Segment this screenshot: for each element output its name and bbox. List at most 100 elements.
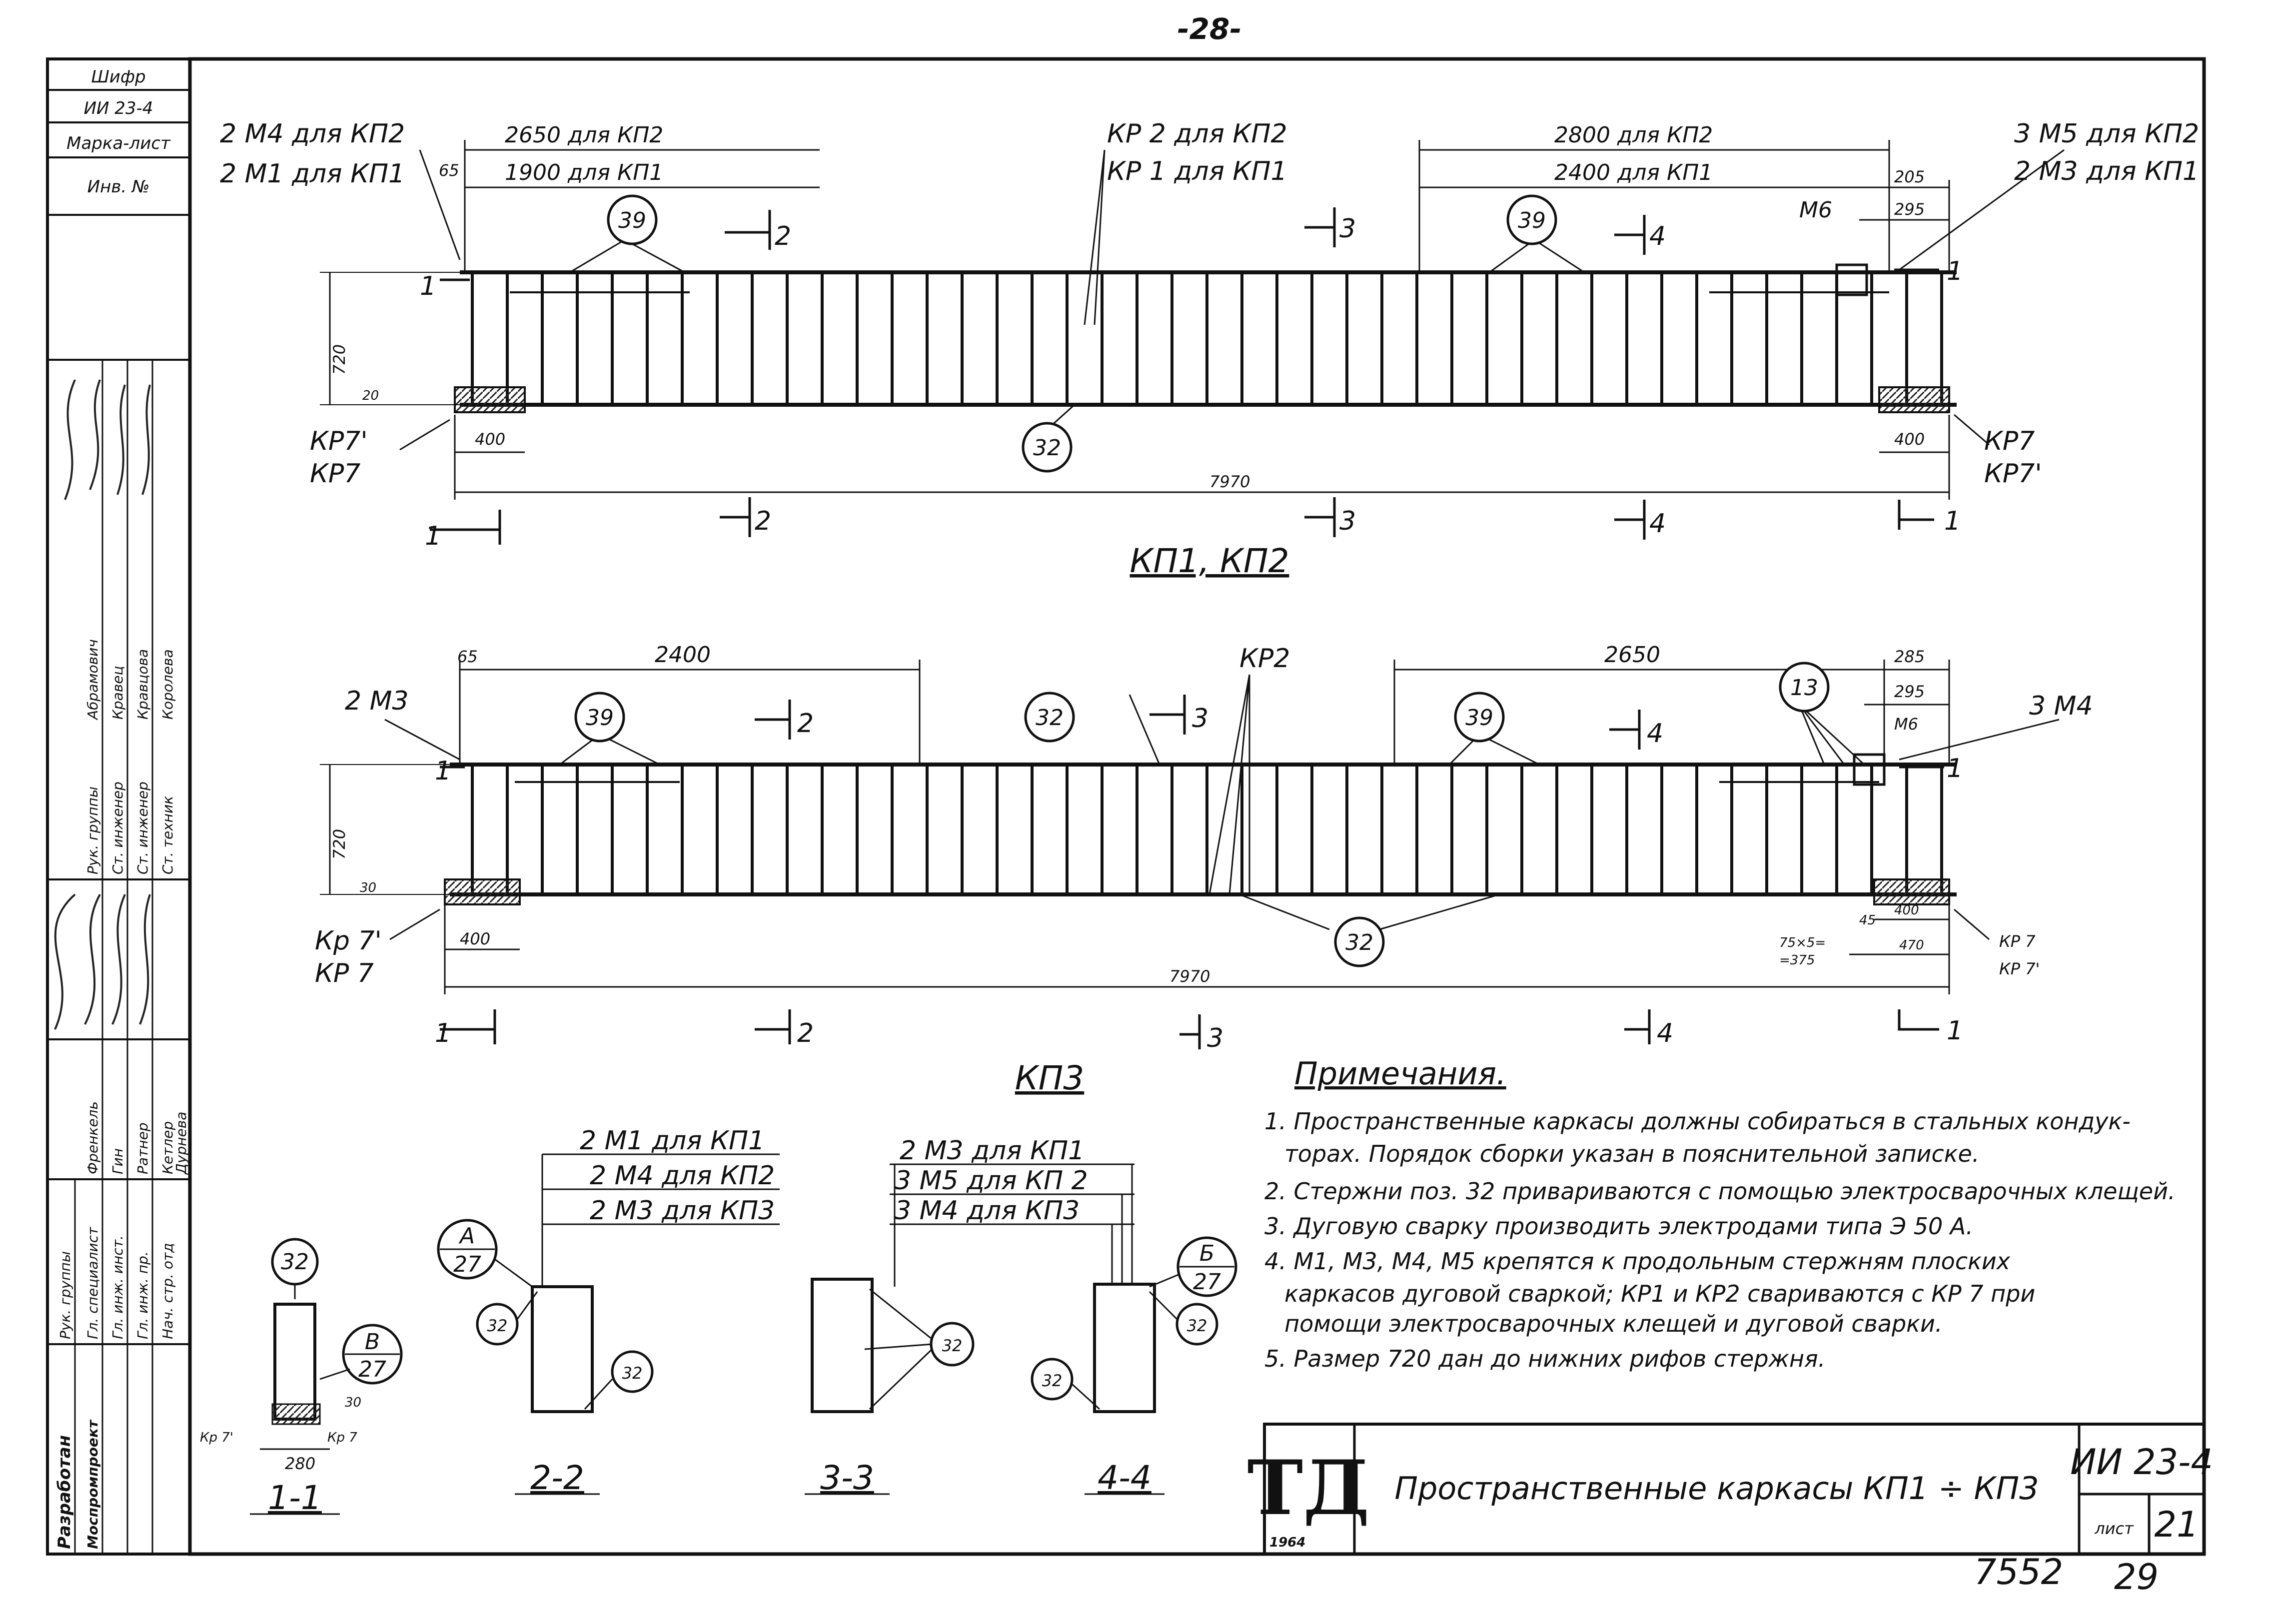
kp12-pos-32: 32 <box>1033 435 1061 461</box>
side-stamp: Шифр ИИ 23-4 Марка-лист Инв. № Ст. инжен… <box>46 57 191 1556</box>
kp12-kr-right-2: КР7' <box>1984 459 2042 489</box>
kp3-dim-295: 295 <box>1894 682 1925 701</box>
kp12-label-left-top: 2 М4 для КП2 <box>220 119 405 149</box>
kp12-dim-top-left-2: 1900 для КП1 <box>505 160 663 185</box>
kp3-kr-left-2: КР 7 <box>315 958 374 988</box>
stamp-role-4: Гл. специалист <box>84 1227 101 1339</box>
kp3-dim-65: 65 <box>457 647 478 666</box>
signatures-upper <box>64 379 151 500</box>
title-block-year: 1964 <box>1269 1535 1305 1550</box>
stamp-name-1: Френкель <box>84 1101 101 1174</box>
kp12-kr-right-1: КР7 <box>1984 426 2035 456</box>
section-1-1 <box>250 1238 403 1515</box>
kp3-cut-3-top: 3 <box>1192 704 1208 734</box>
s44-pos-32-right: 32 <box>1187 1316 1207 1335</box>
signatures-lower <box>54 893 151 1030</box>
kp12-cut-1-bottom-left: 1 <box>425 521 441 551</box>
kp3-cut-markers <box>440 695 1944 1049</box>
s11-title: 1-1 <box>268 1479 322 1517</box>
kp12-pos-39-left: 39 <box>618 208 646 233</box>
kp12-title: КП1, КП2 <box>1130 542 1289 580</box>
stamp-name-2: Гин <box>109 1148 126 1174</box>
stamp-cipher-value: ИИ 23-4 <box>84 98 153 118</box>
kp12-dim-295: 295 <box>1894 200 1925 219</box>
s22-pos-32-right: 32 <box>622 1364 643 1383</box>
kp12-dim-400-right: 400 <box>1894 430 1925 449</box>
kp3-embedded-plate-m6 <box>1853 753 1886 786</box>
section-2-2 <box>437 1153 780 1495</box>
kp12-cut-1-bottom-right: 1 <box>1944 506 1961 536</box>
stamp-name-8: Кравцова <box>134 649 151 720</box>
s11-dim: 280 <box>285 1454 315 1473</box>
stamp-role-8: Ст. инженер <box>134 782 151 874</box>
kp12-label-left-bottom: 2 М1 для КП1 <box>220 159 405 189</box>
transverse-bars <box>460 272 1957 405</box>
kp3-end-block-right <box>1873 878 1950 905</box>
note-line-8: 5. Размер 720 дан до нижних рифов стержн… <box>1264 1345 1825 1372</box>
kp12-cut-2-top: 2 <box>775 221 791 251</box>
s22-line-3: 2 М3 для КП3 <box>590 1196 775 1226</box>
kp3-pos-13: 13 <box>1790 675 1818 701</box>
kp12-dim-65: 65 <box>439 161 459 180</box>
title-block-sheet-label: лист <box>2094 1519 2134 1538</box>
s22-title: 2-2 <box>530 1459 584 1497</box>
stamp-role-7: Ст. инженер <box>109 782 126 874</box>
kp3-dim-30: 30 <box>360 880 376 895</box>
kp12-dim-top-right-2: 2400 для КП1 <box>1554 160 1713 185</box>
end-block-left <box>454 386 526 413</box>
kp12-cut-4-top: 4 <box>1649 221 1666 251</box>
stamp-role-1: Гл. инж. инст. <box>109 1235 126 1339</box>
section-3-3 <box>805 1163 1135 1495</box>
kp3-cut-4-top: 4 <box>1647 719 1663 749</box>
kp12-dim-top-right-1: 2800 для КП2 <box>1554 122 1713 148</box>
kp3-dim-45: 45 <box>1859 913 1876 928</box>
notes-heading: Примечания. <box>1294 1055 1506 1092</box>
stamp-institute: Моспромпроект <box>84 1419 101 1549</box>
stamp-developed-label: Разработан <box>54 1435 74 1549</box>
kp3-dim-total: 7970 <box>1169 967 1210 986</box>
section-4-4 <box>1031 1164 1237 1495</box>
stamp-role-2: Гл. инж. пр. <box>134 1251 151 1339</box>
note-line-4: 3. Дуговую сварку производить электродам… <box>1264 1213 1973 1240</box>
s11-kr-right: Кр 7 <box>327 1430 357 1445</box>
elevation-kp1-kp2 <box>320 140 2065 500</box>
stamp-role-5: Рук. группы <box>57 1251 73 1339</box>
stamp-role-3: Нач. стр. отд <box>159 1243 176 1339</box>
embedded-plate-m6 <box>1835 263 1868 296</box>
kp12-dim-205: 205 <box>1894 167 1925 186</box>
title-block-sheet-number: 21 <box>2154 1504 2199 1545</box>
stamp-role-6: Рук. группы <box>84 787 101 874</box>
elevation-kp3 <box>320 660 2060 994</box>
kp12-pos-39-right: 39 <box>1518 208 1546 233</box>
kp3-dim-470: 470 <box>1899 938 1924 953</box>
s11-kr-left: Кр 7' <box>200 1430 233 1445</box>
stamp-name-4: Кетлер <box>159 1121 176 1174</box>
kp3-dim-height: 720 <box>330 829 349 859</box>
kp3-title: КП3 <box>1015 1059 1084 1097</box>
kp12-kr-left-2: КР7 <box>310 459 360 489</box>
s33-title: 3-3 <box>820 1459 874 1497</box>
kp12-label-right-top: 3 М5 для КП2 <box>2014 119 2199 149</box>
kp3-label-3m4: 3 М4 <box>2029 691 2093 721</box>
s11-ref-letter: В <box>365 1329 380 1355</box>
kp12-label-kr-top: КР 2 для КП2 <box>1107 119 1287 149</box>
kp12-cut-3-bottom: 3 <box>1339 506 1356 536</box>
kp3-pos-39-right: 39 <box>1465 705 1493 731</box>
kp3-cut-2-bottom: 2 <box>797 1018 814 1048</box>
kp12-dim-20: 20 <box>362 388 379 403</box>
kp3-cut-1-top-right: 1 <box>1947 754 1963 784</box>
s44-title: 4-4 <box>1098 1459 1151 1497</box>
title-block-code: ИИ 23-4 <box>2070 1442 2213 1483</box>
note-line-3: 2. Стержни поз. 32 привариваются с помощ… <box>1264 1178 2176 1205</box>
kp3-dim-285: 285 <box>1894 647 1925 666</box>
s33-line-1: 2 М3 для КП1 <box>900 1136 1085 1166</box>
kp3-end-block-left <box>444 878 521 905</box>
note-line-7: помощи электросварочных клещей и дуговой… <box>1284 1310 1942 1337</box>
note-line-5: 4. М1, М3, М4, М5 крепятся к продольным … <box>1264 1248 2011 1275</box>
kp12-label-m6: М6 <box>1799 197 1832 223</box>
kp3-kr-right-2: КР 7' <box>1999 959 2040 978</box>
kp12-cut-markers <box>430 207 1939 545</box>
note-line-6: каркасов дуговой сваркой; КР1 и КР2 свар… <box>1284 1280 2035 1307</box>
s33-line-2: 3 М5 для КП 2 <box>895 1166 1088 1196</box>
kp3-pos-32-bottom: 32 <box>1345 930 1373 955</box>
